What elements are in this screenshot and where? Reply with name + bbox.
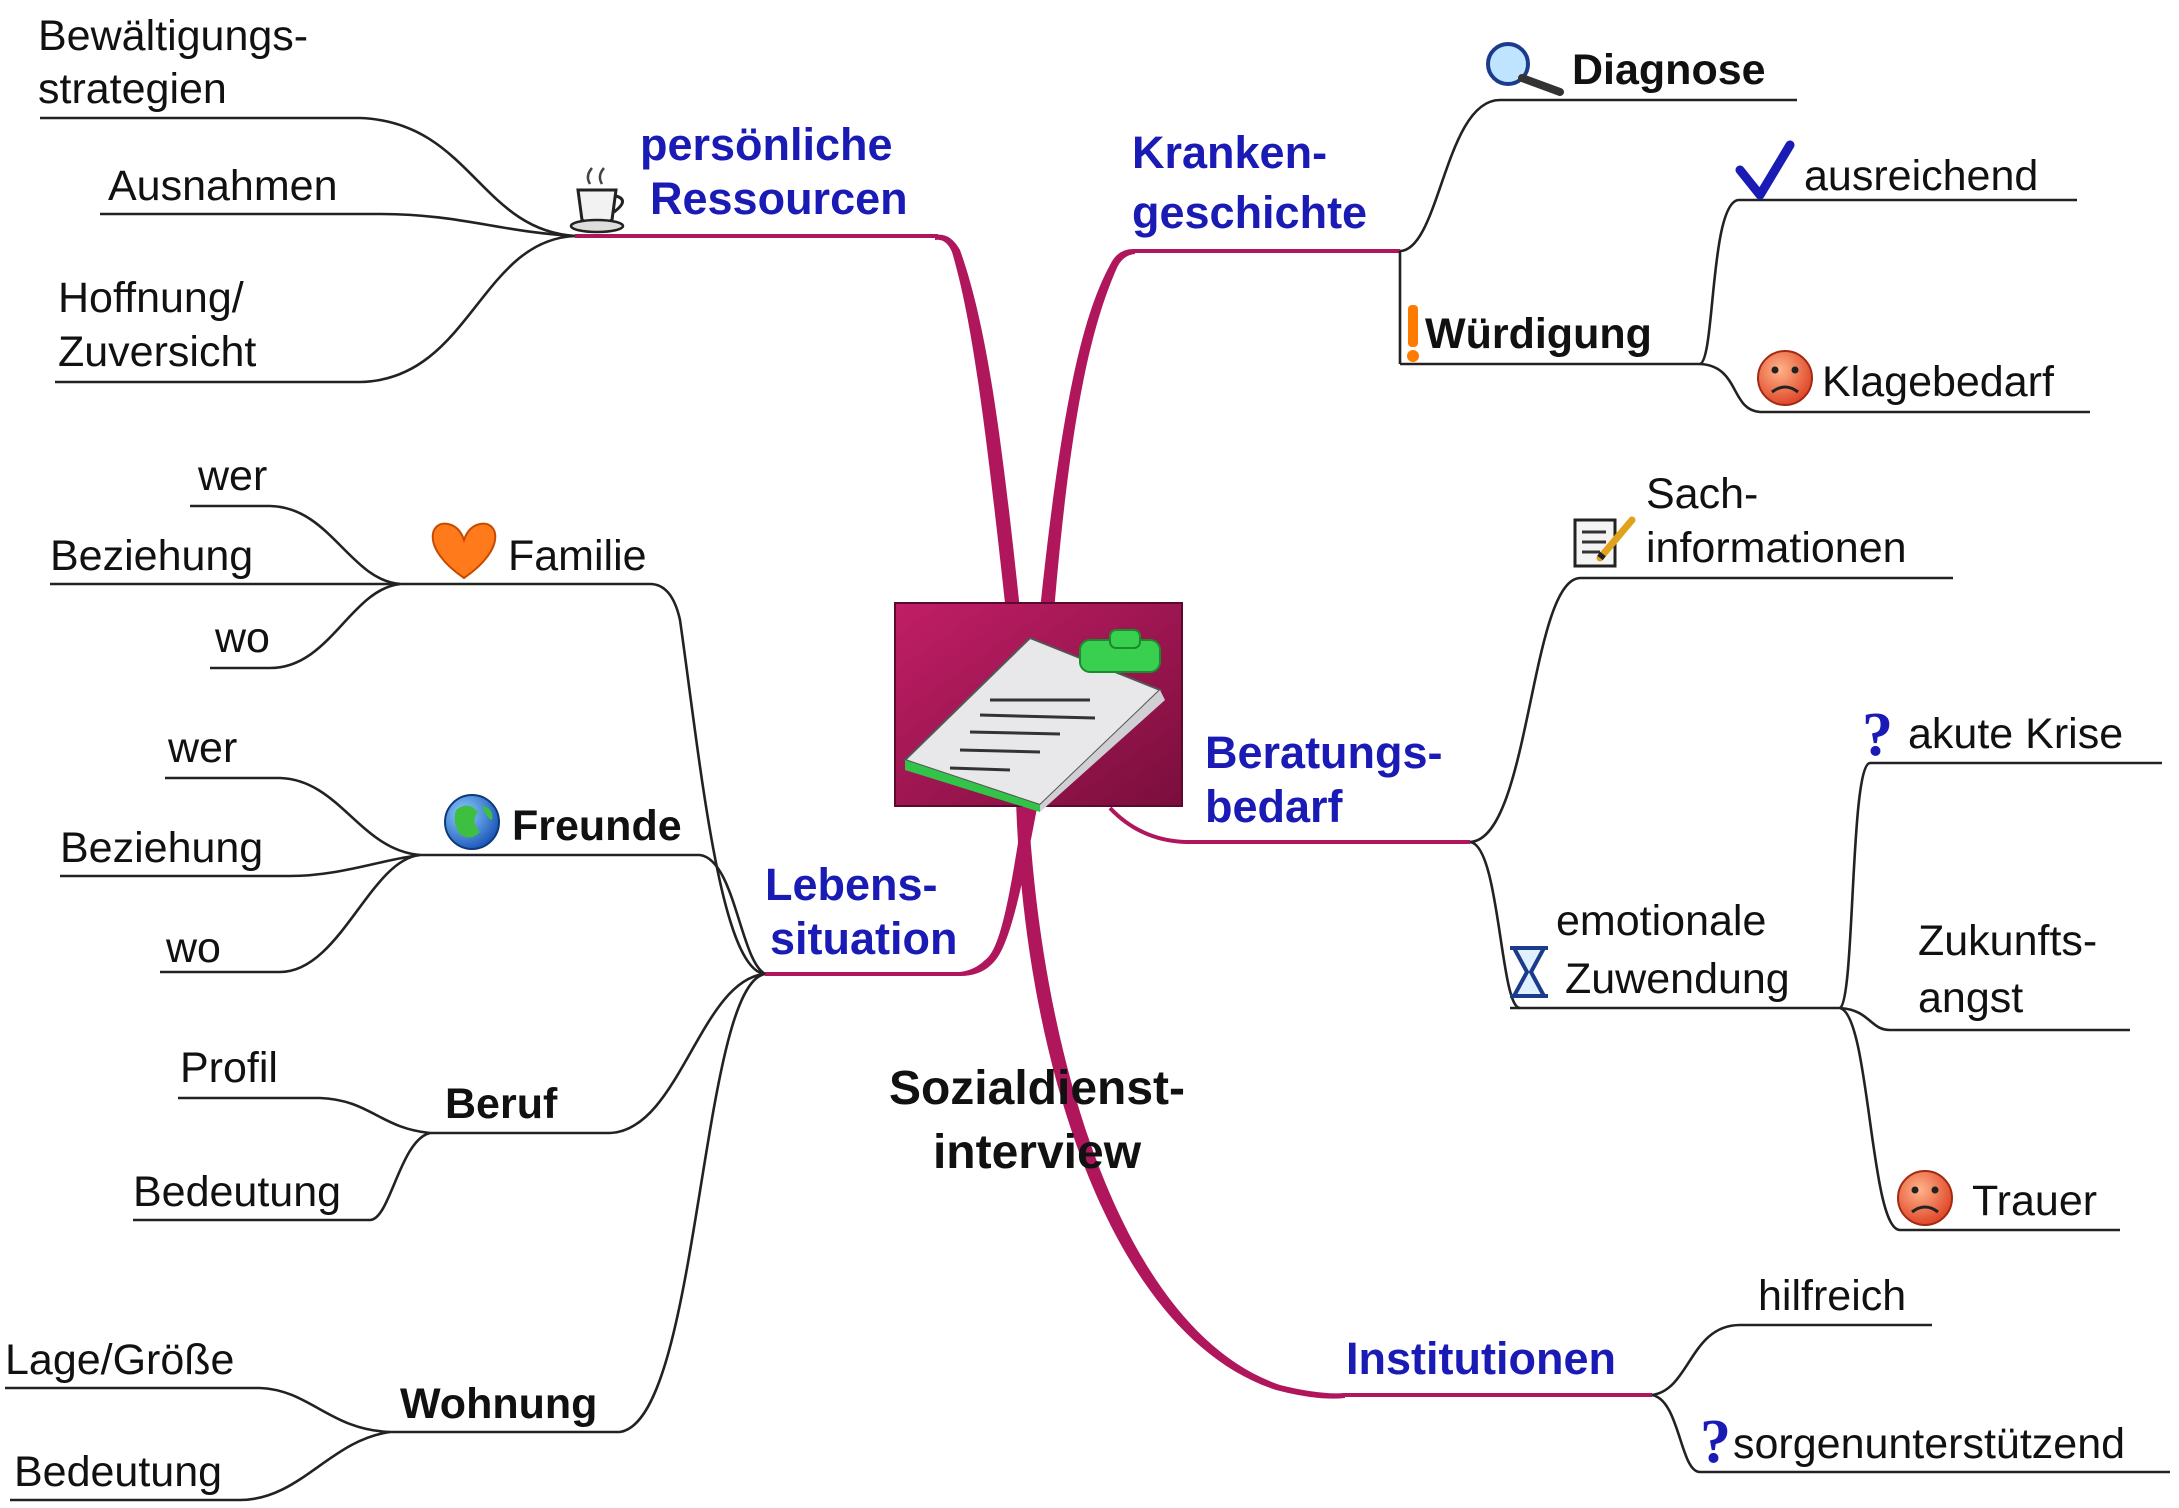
question-icon: ? — [1700, 1408, 1731, 1476]
globe-icon — [444, 794, 500, 850]
ressourcen-label-line2: Ressourcen — [650, 173, 908, 224]
node-krankengeschichte[interactable]: Kranken- geschichte — [1132, 127, 1367, 238]
node-bewaeltigung-line1[interactable]: Bewältigungs- — [38, 12, 308, 60]
node-emotionale-zuwendung[interactable]: emotionale Zuwendung — [1510, 897, 1790, 1003]
sad-face-icon — [1757, 350, 1813, 406]
question-icon: ? — [1862, 701, 1893, 769]
coffee-cup-icon — [569, 167, 625, 234]
node-diagnose[interactable]: Diagnose — [1486, 42, 1766, 96]
node-institutionen[interactable]: Institutionen — [1346, 1333, 1616, 1384]
krankengeschichte-label-line1: Kranken- — [1132, 127, 1327, 178]
checkmark-icon — [1735, 140, 1795, 200]
sachinfo-label-line2: informationen — [1646, 524, 1907, 572]
node-wohnung[interactable]: Wohnung — [400, 1380, 597, 1428]
clipboard-document-icon — [894, 602, 1183, 812]
exclamation-icon — [1407, 305, 1419, 362]
node-trauer[interactable]: Trauer — [1897, 1170, 2097, 1226]
node-wuerdigung[interactable]: Würdigung — [1407, 305, 1652, 362]
sorgen-label: sorgenunterstützend — [1733, 1420, 2125, 1468]
familie-wo[interactable]: wo — [214, 614, 270, 662]
node-bewaeltigung-line2[interactable]: strategien — [38, 65, 227, 113]
ressourcen-label-line1: persönliche — [640, 119, 893, 170]
emotional-label-line1: emotionale — [1556, 897, 1766, 945]
magnifier-icon — [1486, 42, 1564, 96]
beratungsbedarf-label-line2: bedarf — [1205, 781, 1344, 832]
notepad-pencil-icon — [1573, 516, 1636, 568]
beruf-bedeutung[interactable]: Bedeutung — [133, 1168, 341, 1216]
center-title-line2: interview — [933, 1126, 1142, 1179]
beratungsbedarf-label-line1: Beratungs- — [1205, 727, 1443, 778]
krise-label: akute Krise — [1908, 710, 2123, 758]
sub-branches — [5, 98, 2170, 1502]
node-beratungsbedarf[interactable]: Beratungs- bedarf — [1205, 727, 1443, 832]
klagebedarf-label: Klagebedarf — [1822, 358, 2055, 406]
familie-wer[interactable]: wer — [197, 452, 267, 500]
node-ausreichend[interactable]: ausreichend — [1735, 140, 2038, 200]
emotional-label-line2: Zuwendung — [1565, 955, 1790, 1003]
lebenssituation-label-line2: situation — [770, 913, 958, 964]
diagnose-label: Diagnose — [1572, 46, 1766, 94]
node-akute-krise[interactable]: ? akute Krise — [1862, 701, 2123, 769]
node-freunde[interactable]: Freunde — [444, 794, 682, 850]
freunde-label: Freunde — [512, 802, 682, 850]
familie-label: Familie — [508, 532, 647, 580]
zukunft-label-line2[interactable]: angst — [1918, 974, 2023, 1022]
heart-icon — [431, 522, 497, 580]
sachinfo-label-line1: Sach- — [1646, 470, 1758, 518]
node-hoffnung-line1[interactable]: Hoffnung/ — [58, 274, 244, 322]
wohnung-lage[interactable]: Lage/Größe — [5, 1336, 234, 1384]
node-beruf[interactable]: Beruf — [445, 1080, 558, 1128]
freunde-wo[interactable]: wo — [165, 924, 221, 972]
zukunft-label-line1[interactable]: Zukunfts- — [1918, 917, 2097, 965]
wuerdigung-label: Würdigung — [1425, 310, 1652, 358]
node-familie[interactable]: Familie — [431, 522, 647, 580]
center-node[interactable]: Sozialdienst- interview — [889, 602, 1185, 1179]
lebenssituation-label-line1: Lebens- — [765, 859, 938, 910]
node-lebenssituation[interactable]: Lebens- situation — [765, 859, 958, 964]
hourglass-icon — [1510, 946, 1548, 998]
wohnung-bedeutung[interactable]: Bedeutung — [14, 1448, 222, 1496]
freunde-wer[interactable]: wer — [167, 724, 237, 772]
center-title-line1: Sozialdienst- — [889, 1062, 1185, 1115]
node-persoenliche-ressourcen[interactable]: persönliche Ressourcen — [569, 119, 908, 234]
node-sorgenunterstuetzend[interactable]: ? sorgenunterstützend — [1700, 1408, 2125, 1476]
node-klagebedarf[interactable]: Klagebedarf — [1757, 350, 2055, 406]
ausreichend-label: ausreichend — [1804, 152, 2038, 200]
node-hoffnung-line2[interactable]: Zuversicht — [58, 328, 256, 376]
node-sachinformationen[interactable]: Sach- informationen — [1573, 470, 1907, 572]
main-branches — [575, 234, 1652, 1399]
trauer-label: Trauer — [1972, 1177, 2097, 1225]
node-ausnahmen[interactable]: Ausnahmen — [108, 162, 338, 210]
freunde-beziehung[interactable]: Beziehung — [60, 824, 263, 872]
beruf-profil[interactable]: Profil — [180, 1044, 278, 1092]
node-hilfreich[interactable]: hilfreich — [1758, 1272, 1906, 1320]
sad-face-icon — [1897, 1170, 1953, 1226]
krankengeschichte-label-line2: geschichte — [1132, 187, 1367, 238]
familie-beziehung[interactable]: Beziehung — [50, 532, 253, 580]
